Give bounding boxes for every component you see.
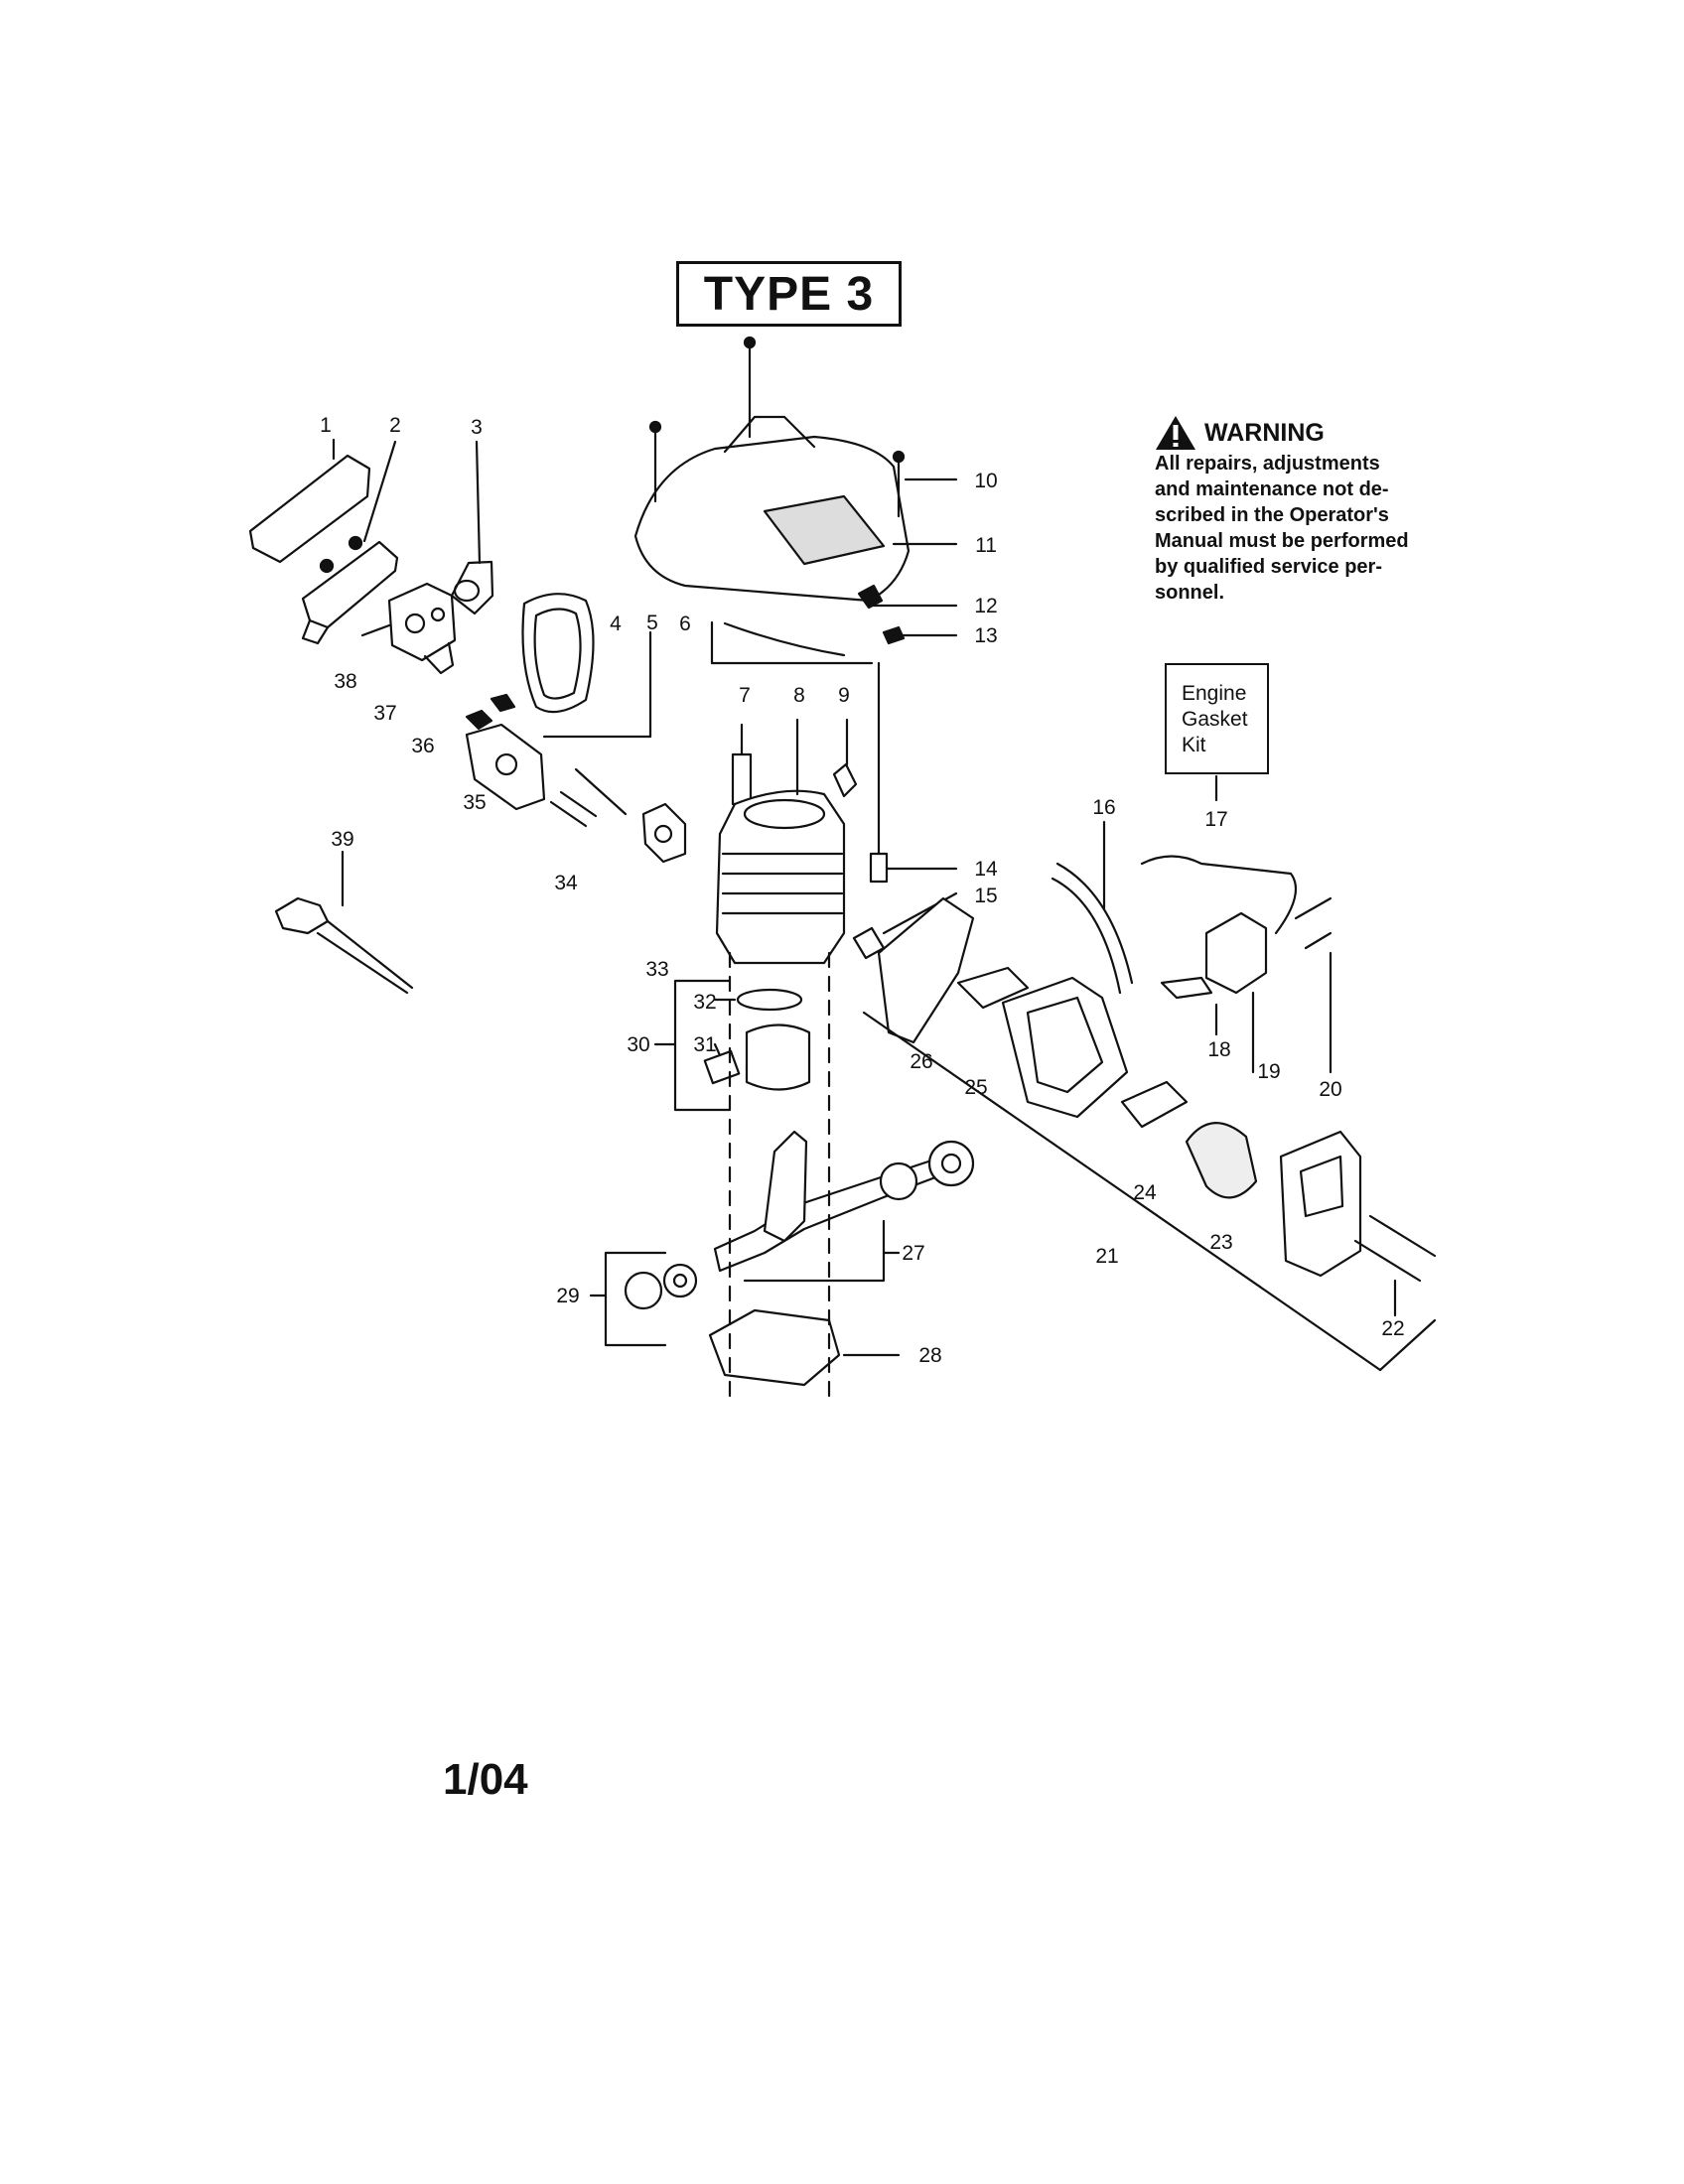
- part-label: 31: [693, 1033, 716, 1056]
- part-label: 8: [793, 684, 805, 707]
- part-label: 37: [373, 702, 396, 725]
- muffler-body-part: [1001, 976, 1129, 1119]
- muffler-cover-part: [1279, 1130, 1362, 1278]
- part-label: 10: [974, 470, 997, 492]
- part-label: 33: [645, 958, 668, 981]
- part-label: 30: [627, 1033, 649, 1056]
- warning-line: All repairs, adjustments: [1155, 453, 1380, 475]
- warning-notice: WARNING All repairs, adjustments and mai…: [1155, 415, 1453, 606]
- part-label: 9: [838, 684, 850, 707]
- part-label: 16: [1092, 796, 1115, 819]
- intake-gasket-part: [641, 802, 687, 864]
- warning-line: by qualified service per-: [1155, 556, 1382, 578]
- crankcase-part: [708, 1308, 841, 1387]
- part-label: 22: [1381, 1317, 1404, 1340]
- part-label: 28: [918, 1344, 941, 1367]
- part-label: 38: [334, 670, 356, 693]
- part-label: 23: [1209, 1231, 1232, 1254]
- part-label: 1: [320, 414, 332, 437]
- warning-line: and maintenance not de-: [1155, 478, 1389, 500]
- part-label: 34: [554, 872, 578, 894]
- ignition-module-part: [1204, 911, 1268, 995]
- part-label: 6: [679, 613, 691, 635]
- warning-body: All repairs, adjustments and maintenance…: [1155, 451, 1453, 606]
- part-label: 20: [1319, 1078, 1341, 1101]
- part-label: 14: [974, 858, 998, 881]
- spark-arrestor-screen-part: [1185, 1122, 1258, 1199]
- part-label: 18: [1207, 1038, 1230, 1061]
- engine-gasket-kit-box: Engine Gasket Kit: [1165, 663, 1269, 774]
- revision-date: 1/04: [443, 1755, 528, 1804]
- part-label: 3: [471, 416, 483, 439]
- kit-line: Engine: [1182, 682, 1247, 705]
- part-label: 19: [1257, 1060, 1280, 1083]
- part-label: 27: [902, 1242, 924, 1265]
- part-label: 26: [910, 1050, 932, 1073]
- warning-title: WARNING: [1204, 418, 1325, 447]
- part-label: 36: [411, 735, 434, 757]
- carburetor-part: [387, 582, 457, 662]
- warning-line: scribed in the Operator's: [1155, 504, 1389, 526]
- part-label: 15: [974, 885, 997, 907]
- part-label: 25: [964, 1076, 987, 1099]
- warning-line: sonnel.: [1155, 582, 1225, 604]
- part-label: 12: [974, 595, 997, 617]
- muffler-deflector-part: [877, 896, 975, 1044]
- intake-elbow-part: [450, 560, 494, 615]
- part-label: 21: [1095, 1245, 1118, 1268]
- warning-line: Manual must be performed: [1155, 530, 1409, 552]
- part-label: 13: [974, 624, 997, 647]
- part-label: 17: [1204, 808, 1227, 831]
- part-label: 35: [463, 791, 486, 814]
- part-label: 5: [646, 612, 658, 634]
- type-label: TYPE 3: [703, 267, 875, 321]
- piston-part: [745, 1024, 811, 1091]
- carb-adapter-part: [465, 723, 546, 811]
- type-label-box: TYPE 3: [676, 261, 902, 327]
- part-label: 32: [693, 991, 716, 1014]
- part-label: 11: [975, 534, 997, 557]
- part-label: 29: [556, 1285, 579, 1307]
- warning-heading: WARNING: [1155, 415, 1453, 451]
- cylinder-part: [715, 789, 846, 965]
- kit-line: Gasket: [1182, 708, 1248, 731]
- part-label: 24: [1133, 1181, 1157, 1204]
- kit-line: Kit: [1182, 734, 1206, 756]
- part-label: 2: [389, 414, 401, 437]
- carburetor-bracket-part: [301, 540, 399, 629]
- part-label: 4: [610, 613, 622, 635]
- part-label: 39: [331, 828, 353, 851]
- intake-boot-part: [521, 593, 595, 714]
- air-filter-cover-part: [248, 454, 371, 564]
- warning-icon: [1156, 416, 1195, 450]
- part-label: 7: [739, 684, 751, 707]
- scrench-tool-part: [274, 896, 330, 935]
